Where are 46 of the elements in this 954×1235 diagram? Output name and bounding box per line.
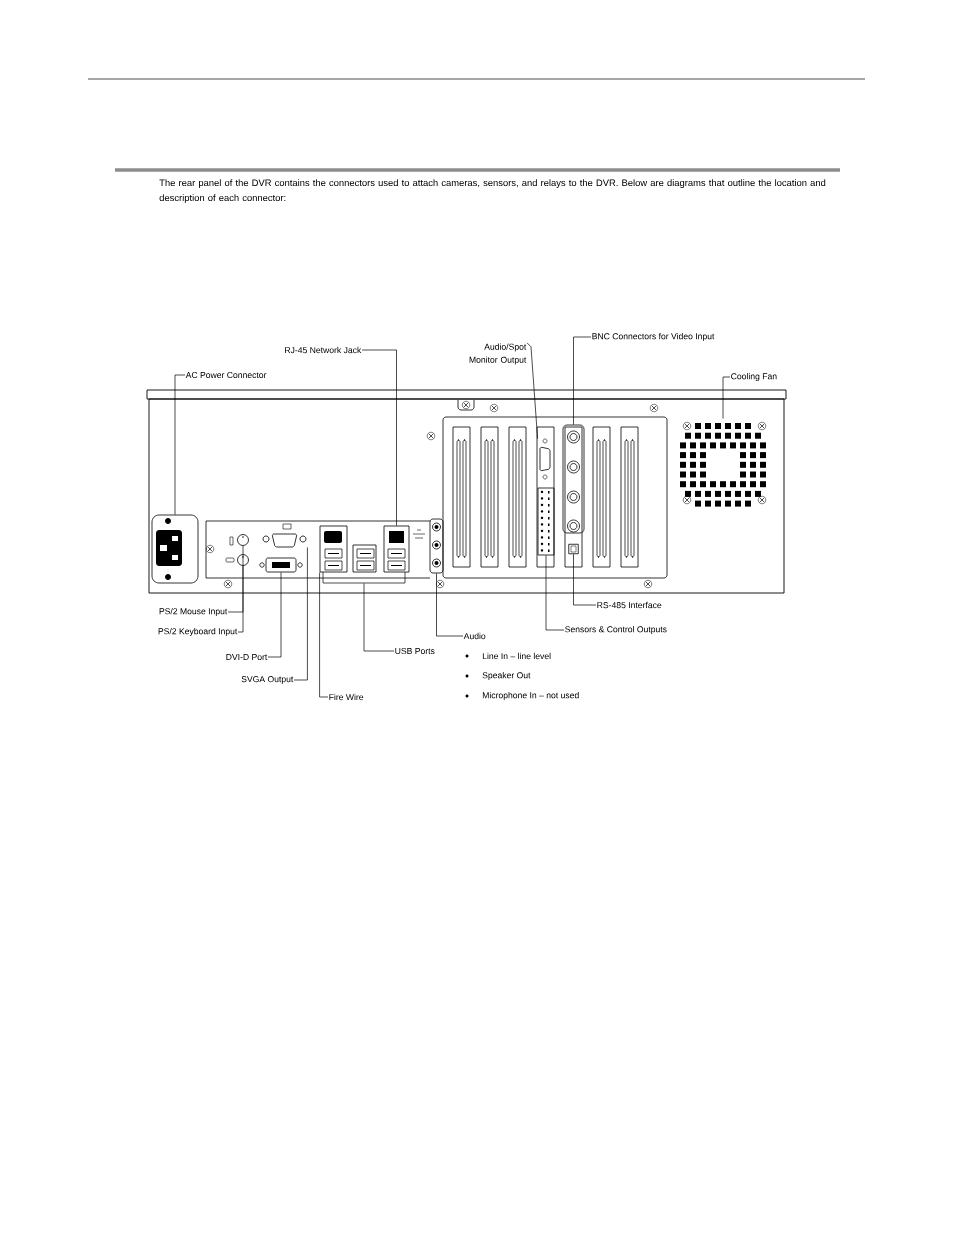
firewire-port-group bbox=[319, 525, 348, 573]
serial-port bbox=[539, 438, 551, 480]
leader-line bbox=[722, 376, 731, 419]
leader-line bbox=[436, 573, 464, 637]
audio-jack-panel bbox=[429, 518, 444, 574]
intro-paragraph: The rear panel of the DVR contains the connectors used to attach cameras, sensors, and relays to the DVR. Below are diagrams that outline the location and description of each connector: bbox=[159, 179, 826, 203]
vga-port bbox=[262, 533, 307, 548]
callout-label: Fire Wire bbox=[329, 693, 364, 701]
leader-line bbox=[293, 547, 308, 681]
leader-line bbox=[174, 374, 186, 515]
callout-label: AC Power Connector bbox=[185, 371, 267, 379]
leader-line bbox=[363, 583, 395, 652]
leader-line bbox=[526, 342, 538, 439]
leader-line bbox=[319, 572, 329, 698]
bullet-item: Microphone In – not used bbox=[465, 692, 579, 700]
callout-label: DVI-D Port bbox=[226, 654, 268, 660]
power-connector bbox=[151, 514, 199, 584]
dvi-port bbox=[259, 557, 303, 573]
network-jack-group bbox=[383, 525, 410, 573]
callout-label: RJ-45 Network Jack bbox=[285, 346, 362, 354]
callout-label: PS/2 Keyboard Input bbox=[158, 628, 238, 636]
leader-line bbox=[573, 553, 597, 606]
callout-label: PS/2 Mouse Input bbox=[159, 608, 228, 616]
bullet-item: Speaker Out bbox=[465, 672, 531, 680]
port-symbol bbox=[568, 543, 579, 555]
usb-bracket bbox=[322, 571, 406, 584]
callout-label: Sensors & Control Outputs bbox=[565, 626, 667, 634]
callout-label: Cooling Fan bbox=[731, 373, 777, 381]
callout-label: BNC Connectors for Video Input bbox=[592, 333, 715, 341]
callout-label: Audio/Spot Monitor Output bbox=[469, 343, 527, 365]
leader-line bbox=[545, 555, 565, 631]
ps2-port bbox=[237, 534, 249, 546]
leader-line bbox=[237, 565, 244, 633]
leader-line bbox=[573, 336, 592, 425]
callout-label: USB Ports bbox=[395, 647, 435, 655]
callout-label: SVGA Output bbox=[241, 676, 294, 684]
terminal-block bbox=[537, 487, 555, 556]
bnc-connector-panel bbox=[562, 424, 585, 534]
bullet-item: Line In – line level bbox=[465, 652, 551, 660]
ps2-port bbox=[237, 554, 249, 566]
fan-grille bbox=[680, 423, 766, 507]
leader-line bbox=[361, 349, 397, 526]
leader-line bbox=[227, 545, 244, 613]
callout-label: RS-485 Interface bbox=[597, 601, 662, 609]
callout-label: Audio bbox=[463, 632, 486, 640]
leader-line bbox=[267, 572, 282, 658]
